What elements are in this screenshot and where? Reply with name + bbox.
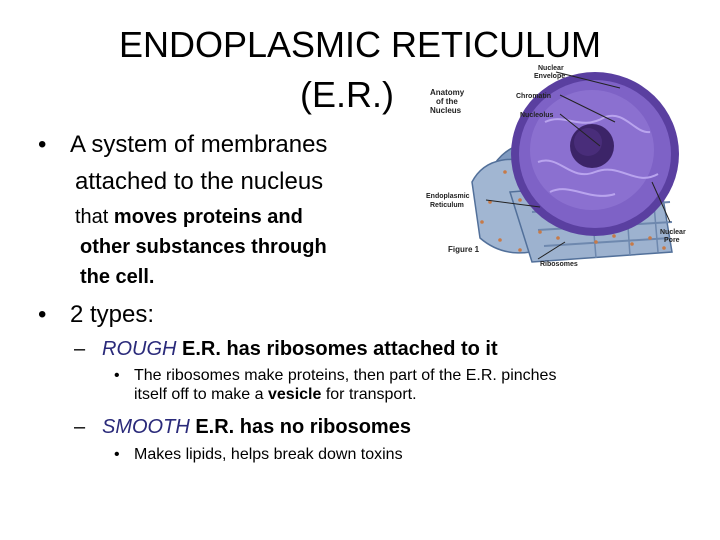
smooth-type: SMOOTH: [102, 416, 190, 438]
bullet-marker: •: [38, 301, 47, 328]
bullet1-extra-lead: that: [75, 206, 114, 228]
smooth-dash: –: [74, 416, 86, 438]
er-label-1: Endoplasmic: [426, 193, 470, 200]
rough-line: ROUGH E.R. has ribosomes attached to it: [102, 336, 498, 362]
nuclear-envelope-label-1: Nuclear: [538, 65, 564, 72]
smooth-line: SMOOTH E.R. has no ribosomes: [102, 414, 411, 440]
rough-dash: –: [74, 338, 86, 360]
slide-title-line1: ENDOPLASMIC RETICULUM: [118, 24, 602, 65]
rough-sub-line2: itself off to make a vesicle for transpo…: [134, 386, 417, 404]
nuclear-envelope-label-2: Envelope: [534, 73, 565, 80]
smooth-sub-bullet: •: [114, 446, 120, 463]
rough-sub-bullet: •: [114, 367, 120, 384]
bullet2-text: 2 types:: [70, 301, 155, 328]
smooth-rest: E.R. has no ribosomes: [189, 416, 411, 438]
smooth-sub-line: Makes lipids, helps break down toxins: [134, 446, 403, 463]
rough-rest: E.R. has ribosomes attached to it: [176, 338, 498, 360]
nucleus-anatomy-figure: Anatomy of the Nucleus Nuclear Envelope …: [426, 65, 686, 268]
chromatin-label: Chromatin: [516, 93, 551, 100]
rough-sub-line1: The ribosomes make proteins, then part o…: [134, 367, 557, 384]
er-label-2: Reticulum: [430, 202, 464, 209]
nuclear-pore-label-2: Pore: [664, 237, 680, 244]
nucleus: [511, 72, 679, 236]
rough-sub-lead: itself off to make a: [134, 386, 268, 403]
ribosomes-label: Ribosomes: [540, 261, 578, 268]
rough-type: ROUGH: [102, 338, 177, 360]
rough-sub-tail: for transport.: [321, 386, 417, 403]
bullet1-line2: attached to the nucleus: [75, 168, 324, 195]
bullet1-extra-bold: moves proteins and: [113, 206, 303, 228]
anatomy-label-3: Nucleus: [430, 106, 462, 115]
figure-number-label: Figure 1: [448, 245, 480, 254]
bullet-marker: •: [38, 131, 47, 158]
anatomy-label-2: of the: [436, 97, 458, 106]
pointer-lines: [485, 71, 671, 260]
bullet1-line1: A system of membranes: [70, 131, 328, 158]
anatomy-label-1: Anatomy: [430, 88, 465, 97]
vesicle-term: vesicle: [268, 386, 322, 403]
bullet1-extra-line3: the cell.: [80, 266, 155, 288]
bullet1-extra-line2: other substances through: [80, 236, 327, 258]
nucleolus-label: Nucleolus: [520, 112, 554, 119]
bullet1-extra-line1: that moves proteins and: [75, 204, 303, 230]
slide-title-line2: (E.R.): [300, 74, 394, 115]
nuclear-pore-label-1: Nuclear: [660, 229, 686, 236]
